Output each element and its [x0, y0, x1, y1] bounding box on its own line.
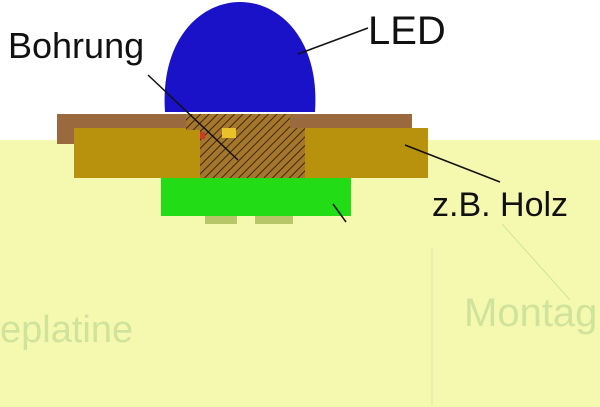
pcb-green	[161, 178, 351, 216]
leader-led	[297, 27, 369, 55]
leader-montage	[501, 223, 571, 301]
component-mark-red	[200, 132, 205, 139]
bore-hole-top	[186, 114, 290, 130]
label-montage: Montag	[464, 291, 597, 335]
pad-left	[205, 216, 237, 224]
label-bohrung: Bohrung	[8, 25, 144, 66]
overlay-band-bottom	[0, 222, 600, 407]
label-led: LED	[368, 9, 446, 53]
label-platine: eplatine	[0, 309, 133, 351]
leader-holz	[404, 144, 501, 183]
component-mark-yellow	[222, 128, 236, 138]
leader-bohrung	[147, 74, 239, 161]
bore-hole-mid	[200, 128, 305, 178]
leader-platine	[332, 203, 347, 223]
led-dome	[164, 2, 316, 112]
pad-right	[255, 216, 293, 224]
label-holz: z.B. Holz	[432, 186, 568, 224]
